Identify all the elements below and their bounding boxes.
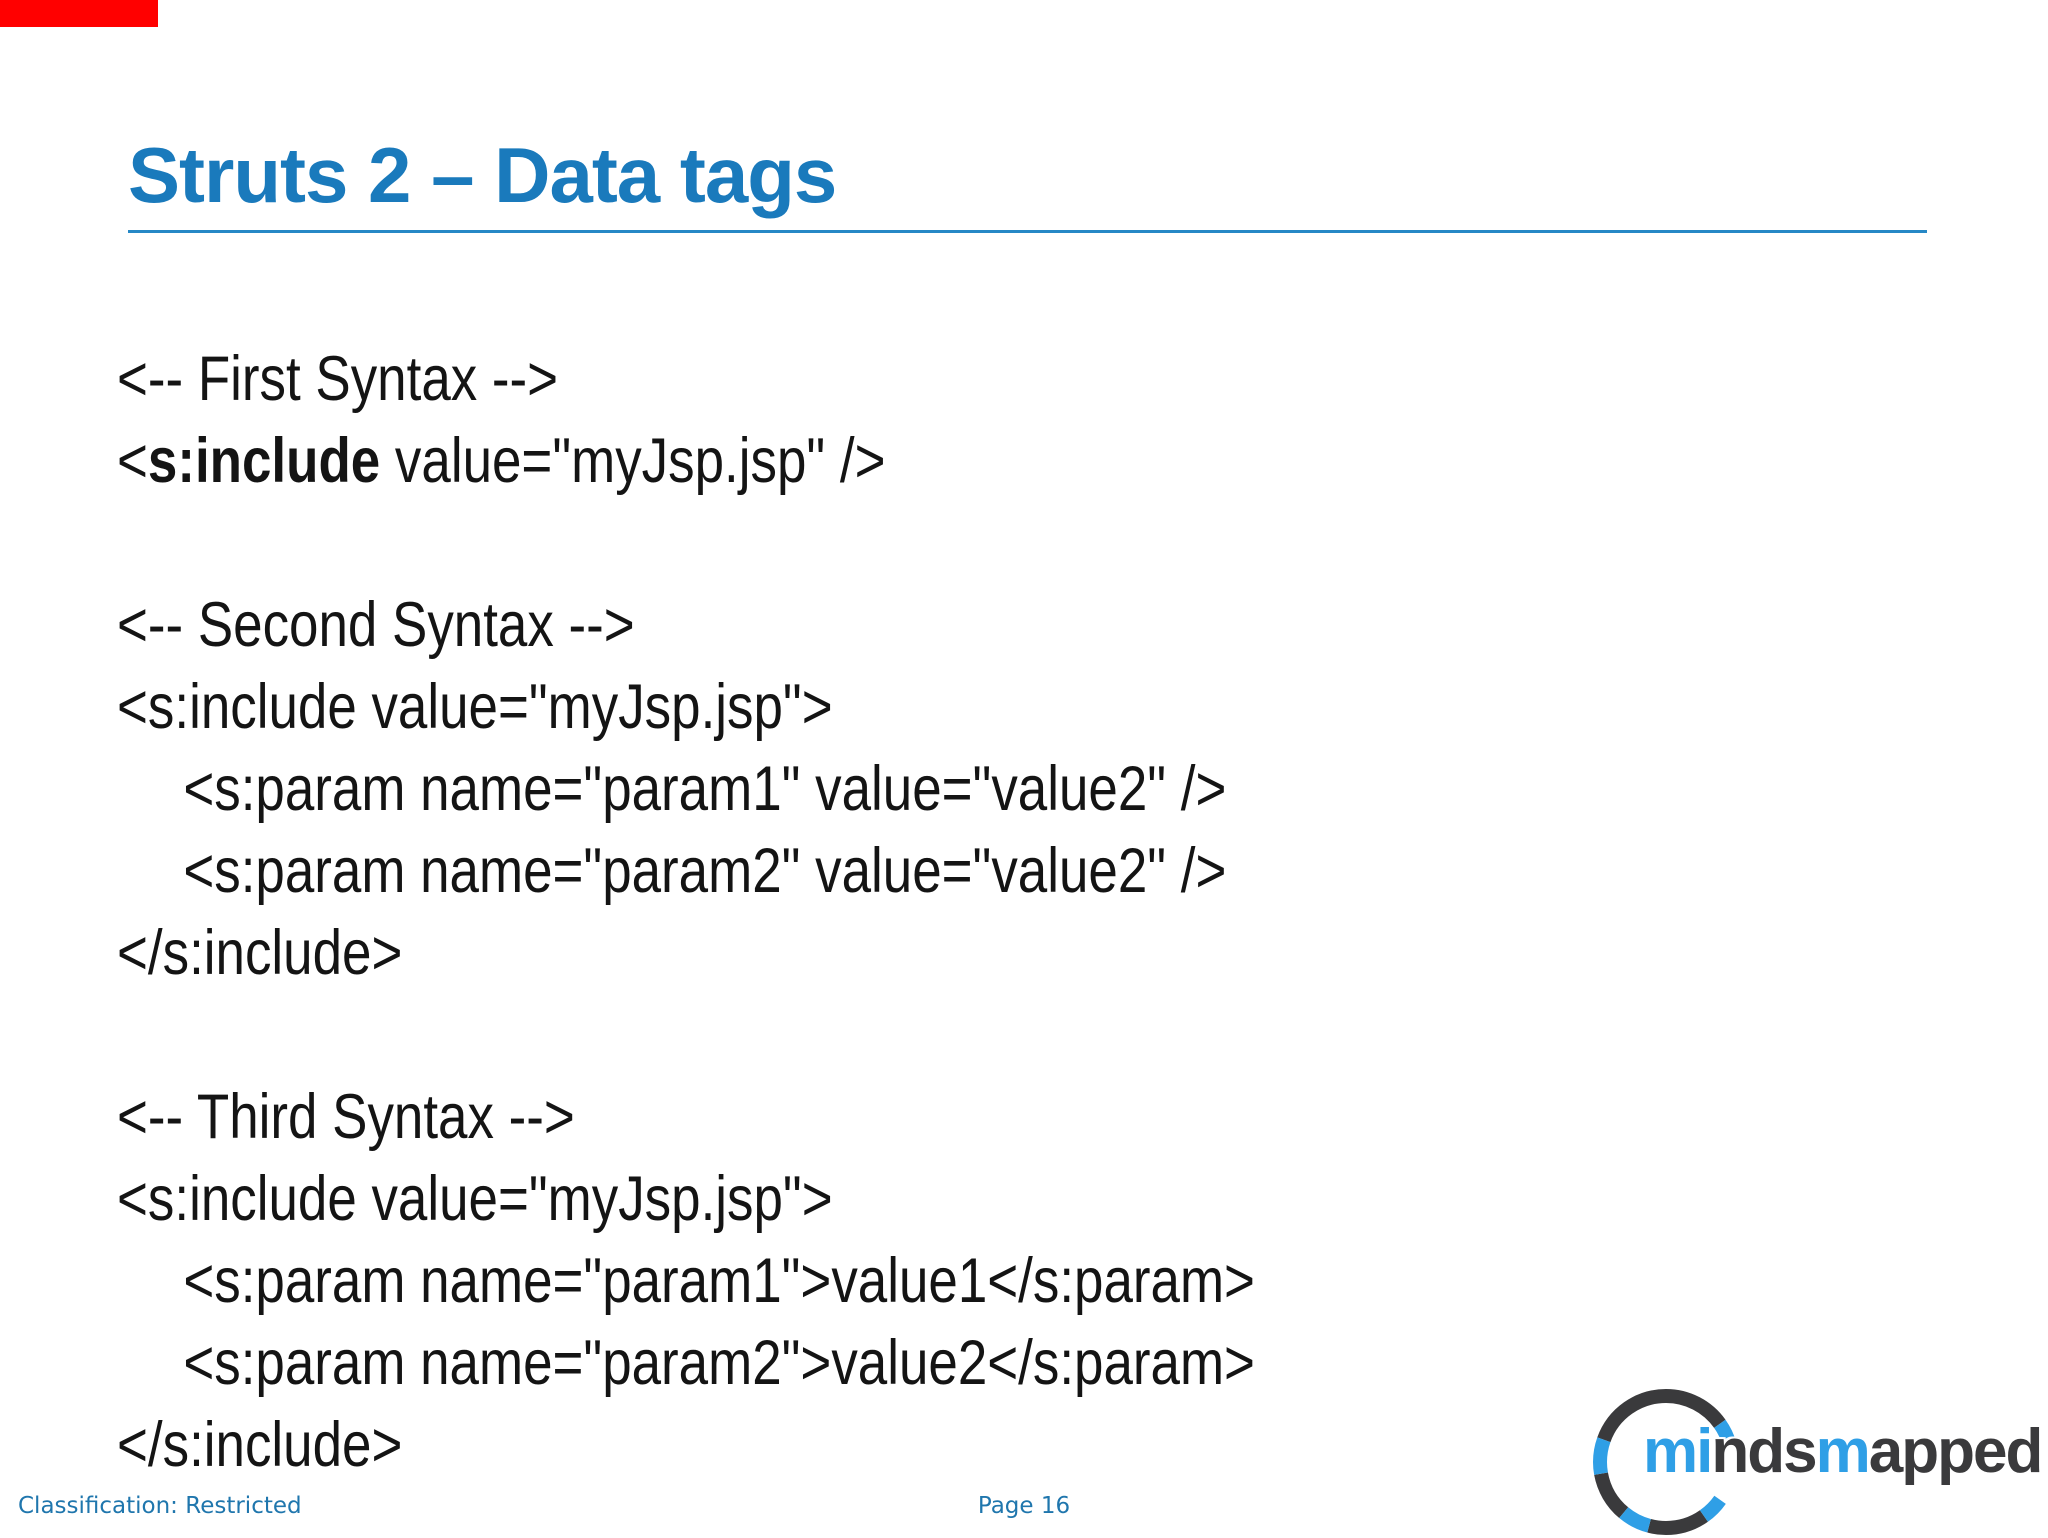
code-segment: <s:param name="param1" value="value2" /> [183, 754, 1227, 824]
logo-word-segment: mi [1643, 1417, 1713, 1486]
code-block: <-- First Syntax --><s:include value="my… [117, 338, 1255, 1486]
code-segment: <-- Second Syntax --> [117, 590, 635, 660]
code-line: <-- Third Syntax --> [117, 1076, 1255, 1158]
logo-wordmark: mindsmapped [1643, 1421, 2043, 1483]
code-segment: <s:include value="myJsp.jsp"> [117, 1164, 833, 1234]
code-segment: < [117, 426, 148, 496]
code-line: <s:param name="param2">value2</s:param> [117, 1322, 1255, 1404]
code-line: </s:include> [117, 1404, 1255, 1486]
code-line: <-- Second Syntax --> [117, 584, 1255, 666]
code-segment: </s:include> [117, 918, 403, 988]
code-segment: <s:param name="param1">value1</s:param> [183, 1246, 1255, 1316]
code-line: <s:param name="param1" value="value2" /> [117, 748, 1255, 830]
code-line: </s:include> [117, 912, 1255, 994]
code-segment: <-- Third Syntax --> [117, 1082, 575, 1152]
mindsmapped-logo: mindsmapped [1590, 1386, 2048, 1536]
classification-label: Classification: Restricted [18, 1493, 302, 1519]
code-line: <s:include value="myJsp.jsp" /> [117, 420, 1255, 502]
code-line [117, 994, 1255, 1076]
code-line: <s:include value="myJsp.jsp"> [117, 1158, 1255, 1240]
code-segment-bold: s:include [147, 426, 381, 496]
code-segment: value="myJsp.jsp" /> [380, 426, 886, 496]
page-number: Page 16 [977, 1493, 1071, 1519]
logo-word-segment: nds [1711, 1417, 1817, 1486]
code-line: <s:include value="myJsp.jsp"> [117, 666, 1255, 748]
code-line [117, 502, 1255, 584]
logo-ring-icon [1593, 1389, 1739, 1535]
code-segment: <s:include value="myJsp.jsp"> [117, 672, 833, 742]
logo-word-segment: m [1815, 1417, 1871, 1486]
code-segment: </s:include> [117, 1410, 403, 1480]
code-line: <-- First Syntax --> [117, 338, 1255, 420]
code-line: <s:param name="param1">value1</s:param> [117, 1240, 1255, 1322]
code-segment: <-- First Syntax --> [117, 344, 559, 414]
page-title: Struts 2 – Data tags [128, 131, 837, 219]
code-segment: <s:param name="param2">value2</s:param> [183, 1328, 1255, 1398]
title-underline [128, 230, 1927, 233]
logo-word-segment: apped [1868, 1417, 2044, 1486]
code-line: <s:param name="param2" value="value2" /> [117, 830, 1255, 912]
code-segment: <s:param name="param2" value="value2" /> [183, 836, 1227, 906]
recording-indicator-bar [0, 0, 158, 27]
